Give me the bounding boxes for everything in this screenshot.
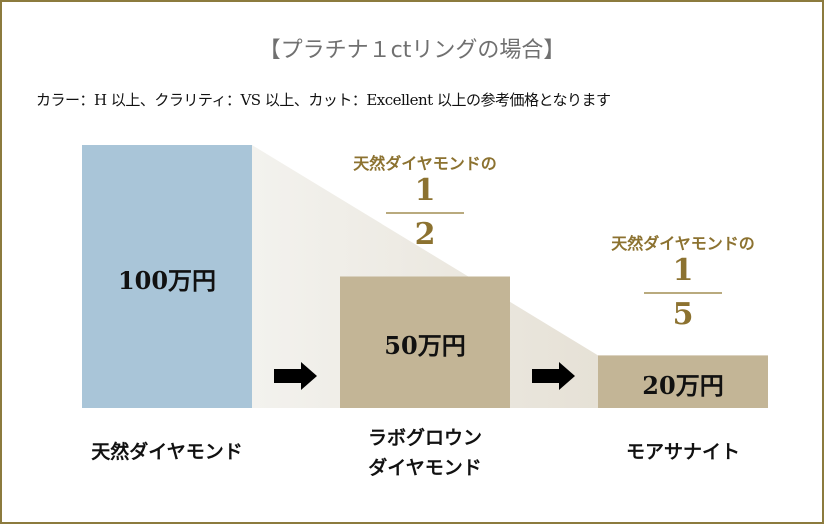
label-line: ラボグロウン <box>367 427 482 449</box>
denominator: 2 <box>414 217 436 252</box>
category-label-lab-grown: ラボグロウン ダイヤモンド <box>305 423 545 483</box>
numerator: 1 <box>414 173 436 208</box>
label-line: ダイヤモンド <box>368 457 482 479</box>
ratio-annotation-fifth: 天然ダイヤモンドの 1 5 <box>588 230 778 332</box>
subtitle: カラー：H 以上、クラリティ：VS 以上、カット：Excellent 以上の参考… <box>36 91 611 109</box>
page-title: 【プラチナ１ctリングの場合】 <box>258 38 566 63</box>
arrow-right-icon <box>532 362 575 390</box>
numerator: 1 <box>672 253 694 288</box>
fraction-line <box>386 212 464 214</box>
arrow-right-icon <box>274 362 317 390</box>
annotation-text: 天然ダイヤモンドの <box>353 154 497 173</box>
fraction-line <box>644 292 722 294</box>
value-label: 50万円 <box>384 331 466 361</box>
value-label: 100万円 <box>117 265 217 295</box>
bar <box>82 145 252 408</box>
ratio-annotation-half: 天然ダイヤモンドの 1 2 <box>330 150 520 252</box>
bar <box>598 355 768 408</box>
denominator: 5 <box>672 297 694 332</box>
label-line: モアサナイト <box>625 441 740 463</box>
value-label: 20万円 <box>642 370 724 400</box>
category-label-natural: 天然ダイヤモンド <box>47 437 287 467</box>
category-label-moissanite: モアサナイト <box>563 437 803 467</box>
annotation-text: 天然ダイヤモンドの <box>611 234 755 253</box>
label-line: 天然ダイヤモンド <box>91 441 243 463</box>
bar <box>340 276 510 408</box>
